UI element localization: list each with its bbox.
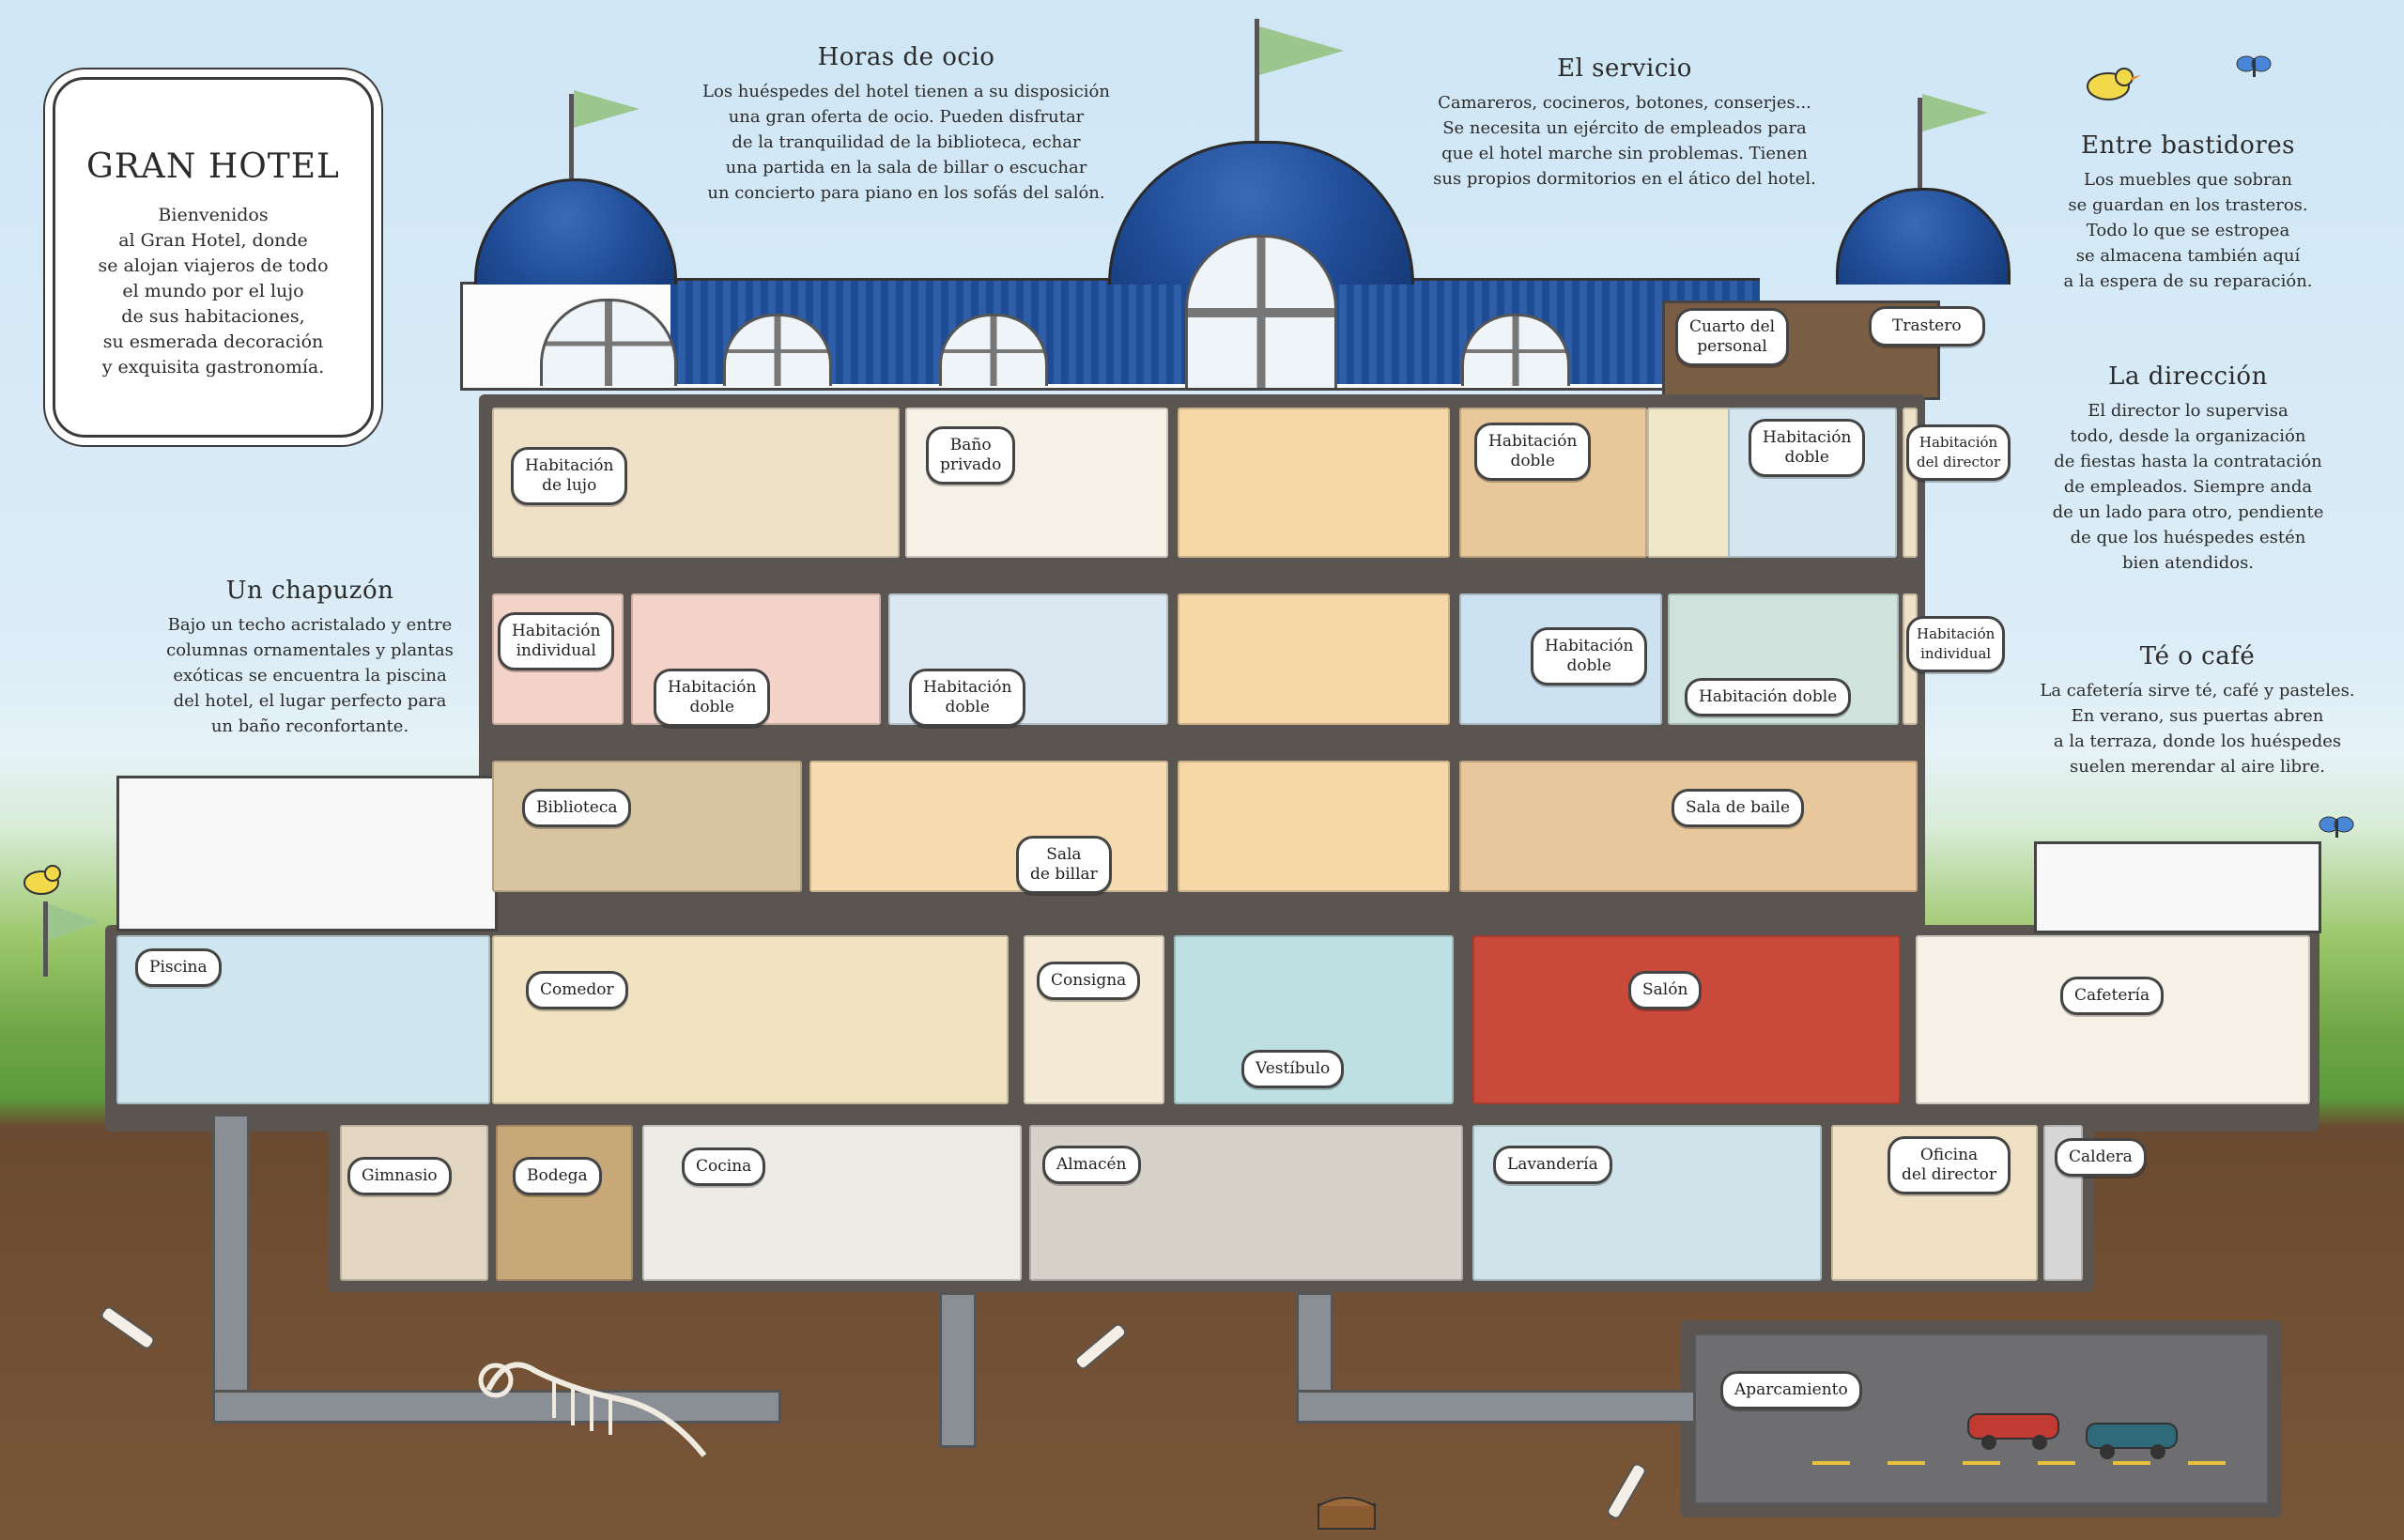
room-hall-3 xyxy=(1178,761,1450,892)
pipe xyxy=(939,1292,977,1448)
pipe xyxy=(212,1114,250,1420)
pool-glass-roof xyxy=(116,776,498,932)
label-hab-individual-2: Habitación individual xyxy=(1906,616,2006,672)
label-bano: Baño privado xyxy=(926,426,1016,485)
flag-pole xyxy=(1918,98,1922,188)
arched-window xyxy=(1185,235,1337,388)
label-vestibulo: Vestíbulo xyxy=(1241,1050,1345,1088)
label-hab-doble-6: Habitación doble xyxy=(1685,678,1852,716)
room-gimnasio xyxy=(340,1125,488,1281)
label-consigna: Consigna xyxy=(1037,962,1141,1000)
flag-pole xyxy=(1255,19,1259,141)
section-cafe-title: Té o café xyxy=(2139,642,2256,670)
label-lavanderia: Lavandería xyxy=(1493,1146,1612,1184)
label-hab-director: Habitación del director xyxy=(1906,424,2011,481)
arched-window xyxy=(723,314,832,386)
treasure-chest-icon xyxy=(1318,1497,1376,1530)
bone-icon xyxy=(1072,1321,1129,1372)
label-oficina: Oficina del director xyxy=(1888,1136,2011,1194)
section-direccion: La dirección El director lo supervisa to… xyxy=(2038,362,2338,576)
label-almacen: Almacén xyxy=(1042,1146,1141,1184)
pipe xyxy=(1296,1390,1696,1424)
label-hab-individual-1: Habitación individual xyxy=(498,612,615,670)
butterfly-icon xyxy=(2319,816,2354,838)
label-caldera: Caldera xyxy=(2055,1138,2147,1177)
flag-icon xyxy=(574,90,640,128)
label-hab-lujo: Habitación de lujo xyxy=(511,447,628,505)
label-trastero: Trastero xyxy=(1869,306,1985,346)
section-direccion-text: El director lo supervisa todo, desde la … xyxy=(2052,401,2324,573)
flag-icon xyxy=(1922,94,1988,131)
flag-pole xyxy=(569,94,574,178)
section-cafe: Té o café La cafetería sirve té, café y … xyxy=(2038,642,2357,779)
bone-icon xyxy=(99,1304,157,1351)
right-dome xyxy=(1836,188,2011,285)
intro-plaque: GRAN HOTEL Bienvenidos al Gran Hotel, do… xyxy=(53,77,374,438)
label-hab-doble-2: Habitación doble xyxy=(1749,419,1866,477)
section-bastidores: Entre bastidores Los muebles que sobran … xyxy=(2047,131,2329,294)
section-servicio: El servicio Camareros, cocineros, botone… xyxy=(1427,54,1822,192)
section-chapuzon-text: Bajo un techo acristalado y entre column… xyxy=(166,615,454,736)
parking-lines xyxy=(1812,1461,2244,1465)
room-hall-2 xyxy=(1178,593,1450,725)
section-cafe-text: La cafetería sirve té, café y pasteles. … xyxy=(2040,681,2355,777)
butterfly-icon xyxy=(2236,55,2272,77)
bird-icon xyxy=(2087,68,2141,100)
label-biblioteca: Biblioteca xyxy=(522,789,632,827)
cafe-terrace-roof xyxy=(2034,841,2321,933)
section-ocio: Horas de ocio Los huéspedes del hotel ti… xyxy=(686,43,1127,206)
flag-icon xyxy=(48,903,100,941)
label-cocina: Cocina xyxy=(682,1147,766,1186)
pipe xyxy=(212,1390,781,1424)
intro-title: GRAN HOTEL xyxy=(86,147,340,186)
room-staff xyxy=(1647,408,1732,558)
section-chapuzon-title: Un chapuzón xyxy=(225,577,394,605)
label-salon: Salón xyxy=(1628,971,1703,1009)
label-hab-doble-1: Habitación doble xyxy=(1474,423,1592,481)
label-hab-doble-5: Habitación doble xyxy=(1531,627,1648,685)
label-aparcamiento: Aparcamiento xyxy=(1720,1371,1862,1409)
section-ocio-text: Los huéspedes del hotel tienen a su disp… xyxy=(702,82,1110,203)
room-cafeteria xyxy=(1916,935,2310,1104)
label-bodega: Bodega xyxy=(513,1157,602,1195)
section-servicio-text: Camareros, cocineros, botones, conserjes… xyxy=(1433,93,1816,189)
arched-window xyxy=(939,314,1048,386)
intro-text: Bienvenidos al Gran Hotel, donde se aloj… xyxy=(98,205,329,377)
room-salon xyxy=(1472,935,1901,1104)
car-icon xyxy=(2086,1423,2178,1459)
room-billar xyxy=(809,761,1168,892)
section-servicio-title: El servicio xyxy=(1557,54,1692,83)
label-gimnasio: Gimnasio xyxy=(347,1157,452,1195)
label-comedor: Comedor xyxy=(526,971,628,1009)
bird-icon xyxy=(23,865,61,895)
room-hall-1 xyxy=(1178,408,1450,558)
room-comedor xyxy=(492,935,1009,1104)
section-ocio-title: Horas de ocio xyxy=(817,43,995,71)
flag-pole xyxy=(43,901,48,977)
section-bastidores-text: Los muebles que sobran se guardan en los… xyxy=(2063,170,2313,291)
label-cuarto-personal: Cuarto del personal xyxy=(1675,308,1790,366)
section-bastidores-title: Entre bastidores xyxy=(2081,131,2295,160)
room-consigna xyxy=(1024,935,1164,1104)
section-chapuzon: Un chapuzón Bajo un techo acristalado y … xyxy=(131,577,488,739)
label-billar: Sala de billar xyxy=(1016,836,1112,894)
flag-icon xyxy=(1259,26,1344,75)
bone-icon xyxy=(1605,1461,1648,1521)
label-baile: Sala de baile xyxy=(1672,789,1805,827)
label-hab-doble-4: Habitación doble xyxy=(909,669,1026,727)
arched-window xyxy=(1461,314,1570,386)
left-dome xyxy=(474,178,677,285)
label-hab-doble-3: Habitación doble xyxy=(654,669,771,727)
car-icon xyxy=(1967,1413,2059,1450)
section-direccion-title: La dirección xyxy=(2108,362,2268,391)
label-piscina: Piscina xyxy=(135,948,222,987)
dinosaur-skeleton-icon xyxy=(478,1362,707,1457)
label-cafeteria: Cafetería xyxy=(2060,977,2165,1015)
room-bodega xyxy=(496,1125,633,1281)
